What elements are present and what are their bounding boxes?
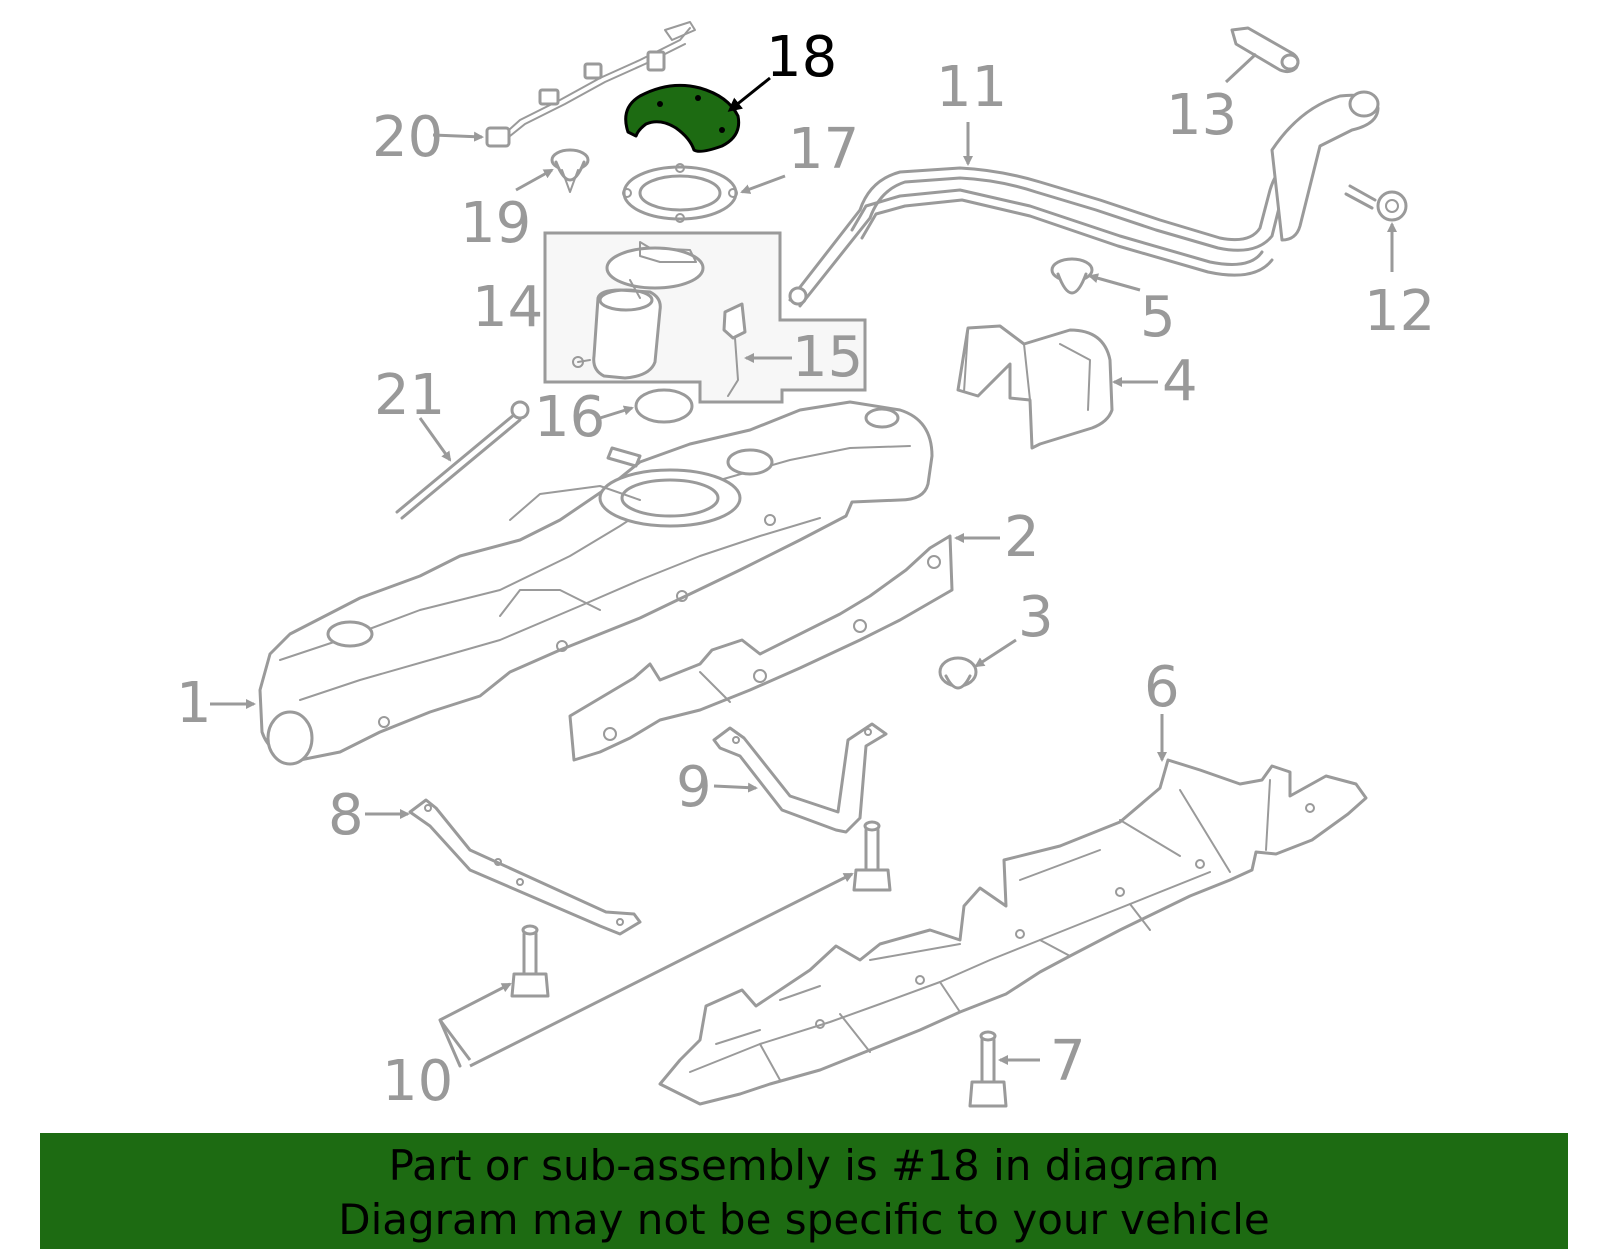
part-4-heat-shield: [956, 324, 1114, 450]
part-18-fuel-pump-cover: [624, 83, 741, 153]
part-15-level-sender: [722, 302, 747, 397]
callout-1: 1: [176, 671, 212, 736]
part-5-push-clip: [1050, 257, 1094, 295]
callout-18: 18: [766, 25, 837, 90]
part-16-o-ring: [634, 388, 694, 424]
banner-line-2: Diagram may not be specific to your vehi…: [338, 1195, 1270, 1244]
part-14-15-box: [543, 231, 867, 404]
leader-lines: [210, 52, 1397, 1068]
callout-15: 15: [792, 325, 863, 390]
part-20-wiring-harness: [485, 21, 696, 148]
part-13-vent-tube: [1230, 26, 1300, 74]
part-9-strap: [712, 722, 888, 834]
callout-14: 14: [472, 275, 543, 340]
part-12-bolt: [1344, 184, 1408, 222]
callout-2: 2: [1004, 505, 1040, 570]
callout-21: 21: [374, 363, 445, 428]
part-3-push-clip: [938, 656, 978, 690]
banner-line-1: Part or sub-assembly is #18 in diagram: [388, 1141, 1220, 1190]
part-2-tank-shield: [568, 534, 954, 762]
callout-10: 10: [382, 1049, 453, 1114]
part-6-skid-plate: [658, 758, 1368, 1106]
part-1-fuel-tank: [258, 400, 934, 766]
callout-17: 17: [788, 117, 859, 182]
part-17-lock-ring: [622, 163, 738, 223]
part-8-strap: [408, 798, 642, 936]
callout-3: 3: [1018, 585, 1054, 650]
info-banner: Part or sub-assembly is #18 in diagram D…: [40, 1133, 1568, 1249]
callout-13: 13: [1166, 83, 1237, 148]
callout-8: 8: [328, 783, 364, 848]
callout-9: 9: [676, 755, 712, 820]
part-7-bolt: [968, 1030, 1008, 1108]
part-11-filler-pipe: [788, 90, 1380, 308]
callout-16: 16: [534, 385, 605, 450]
part-21-rod: [395, 400, 530, 520]
callout-numbers: 1 2 3 4 5 6 7 8 9 10 11 12 13 14 15 16 1…: [176, 25, 1435, 1114]
callout-5: 5: [1140, 285, 1176, 350]
part-10-bolts: [438, 820, 892, 1068]
callout-20: 20: [372, 105, 443, 170]
part-19-push-clip: [550, 148, 590, 193]
callout-19: 19: [460, 191, 531, 256]
callout-4: 4: [1162, 349, 1198, 414]
callout-6: 6: [1144, 655, 1180, 720]
callout-11: 11: [936, 55, 1007, 120]
part-14-fuel-pump: [572, 241, 705, 380]
callout-12: 12: [1364, 279, 1435, 344]
callout-7: 7: [1050, 1029, 1086, 1094]
